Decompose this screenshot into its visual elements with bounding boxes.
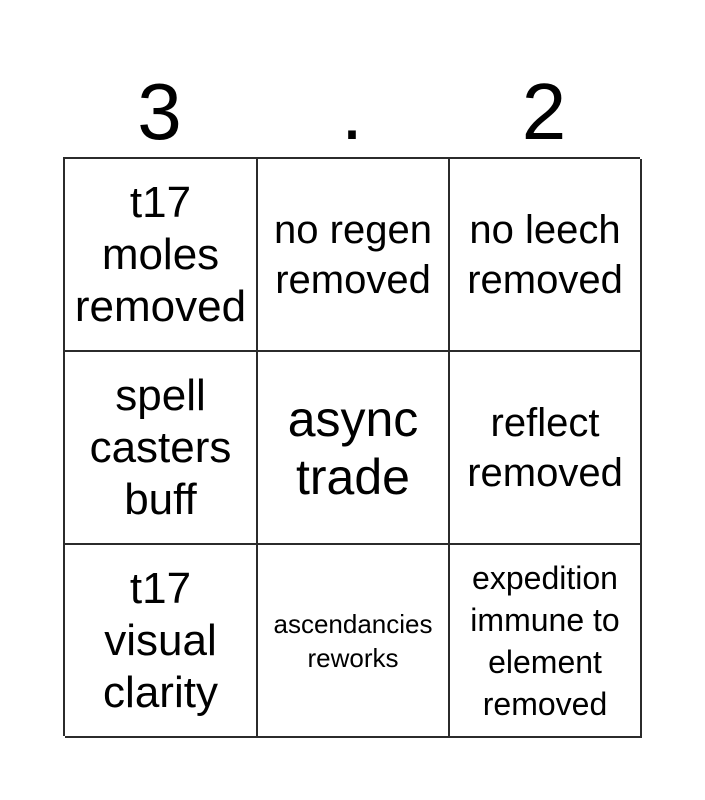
bingo-cell[interactable]: async trade xyxy=(258,352,450,545)
bingo-cell[interactable]: expedition immune to element removed xyxy=(450,545,642,738)
bingo-cell-label: t17 moles removed xyxy=(74,177,247,331)
bingo-cell[interactable]: reflect removed xyxy=(450,352,642,545)
bingo-cell[interactable]: spell casters buff xyxy=(65,352,258,545)
bingo-cell-label: async trade xyxy=(287,390,419,505)
title-segment-separator: . xyxy=(340,67,364,156)
bingo-grid: t17 moles removed no regen removed no le… xyxy=(63,157,642,738)
bingo-cell-label: no regen removed xyxy=(274,207,432,302)
bingo-cell-label: t17 visual clarity xyxy=(103,563,218,717)
title-segment-major: 3 xyxy=(137,67,182,156)
bingo-cell-label: spell casters buff xyxy=(89,370,232,524)
bingo-cell-label: ascendancies reworks xyxy=(273,608,433,673)
bingo-cell-label: reflect removed xyxy=(467,400,623,495)
bingo-cell-label: expedition immune to element removed xyxy=(470,559,620,722)
bingo-cell[interactable]: no regen removed xyxy=(258,159,450,352)
bingo-cell-label: no leech removed xyxy=(467,207,623,302)
bingo-cell[interactable]: t17 visual clarity xyxy=(65,545,258,738)
title-segment-minor: 2 xyxy=(521,67,567,156)
bingo-cell[interactable]: t17 moles removed xyxy=(65,159,258,352)
bingo-cell[interactable]: ascendancies reworks xyxy=(258,545,450,738)
bingo-cell[interactable]: no leech removed xyxy=(450,159,642,352)
card-title: 3 . 2 xyxy=(63,66,640,152)
